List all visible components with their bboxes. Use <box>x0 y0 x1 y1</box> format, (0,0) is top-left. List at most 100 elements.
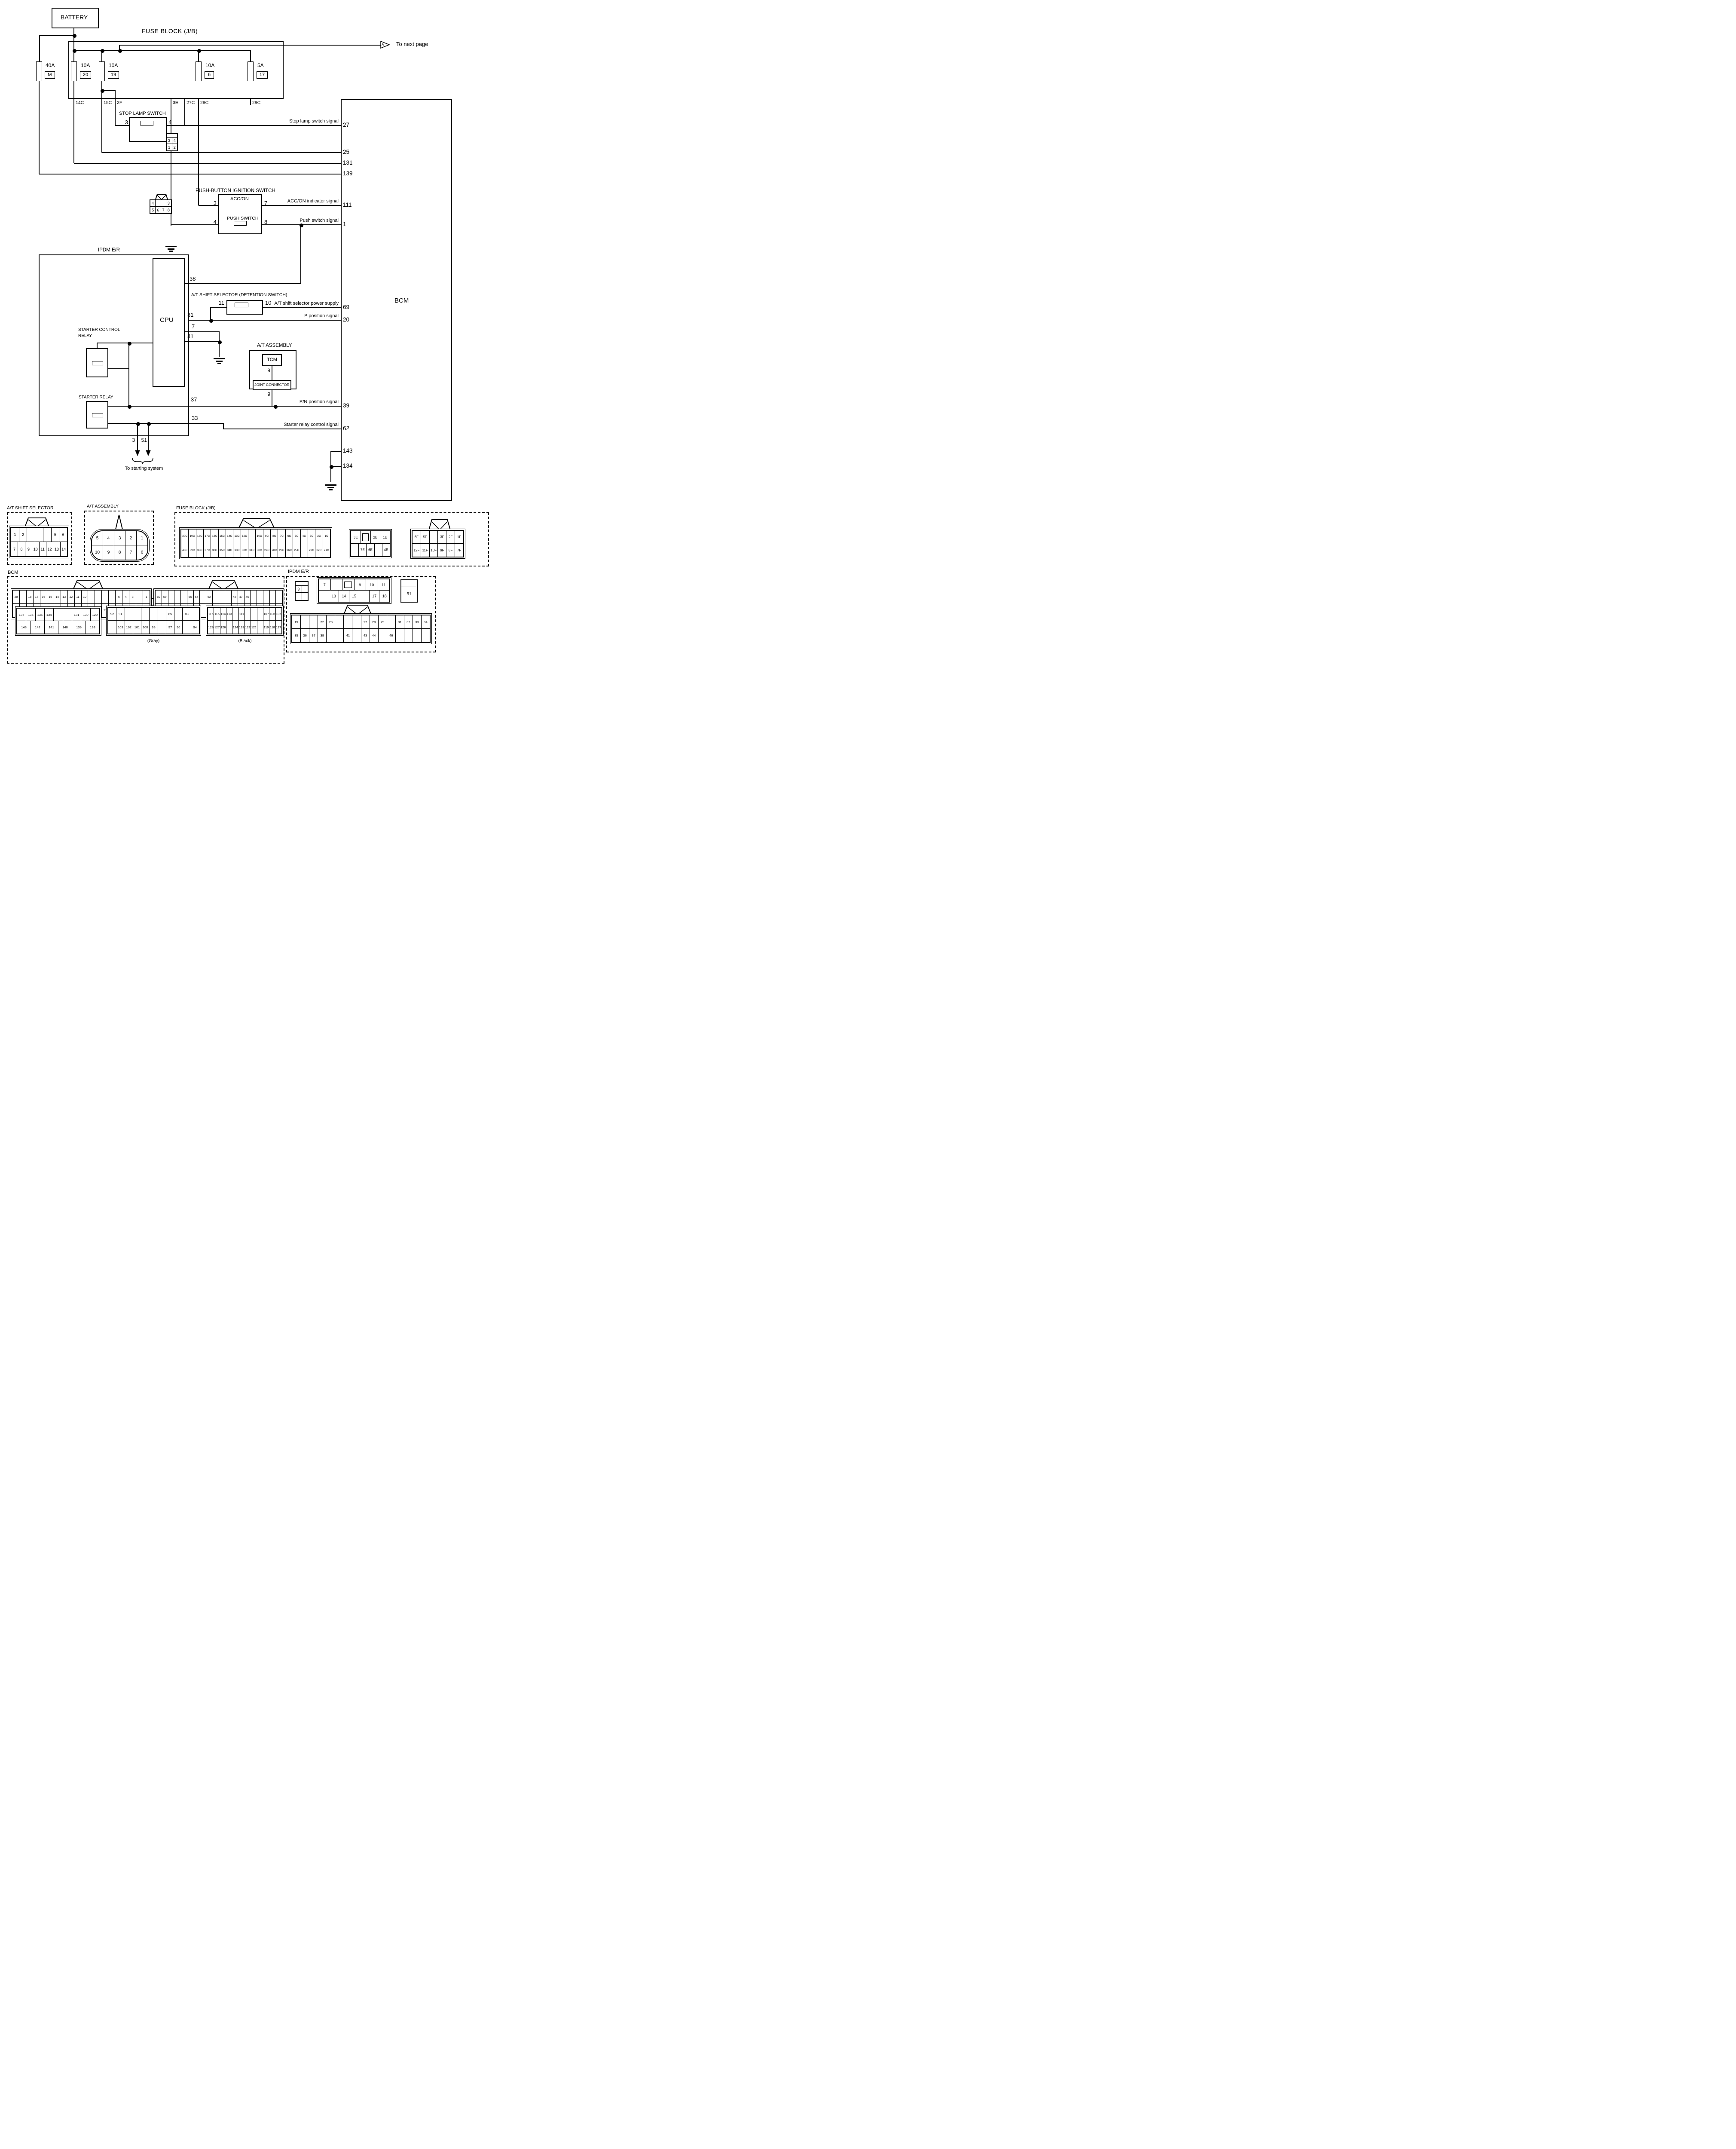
bcm-gray-caption: (Gray) <box>147 639 160 643</box>
pin-cell: 44 <box>370 629 379 642</box>
junction-dot <box>273 404 278 409</box>
battery-feed <box>40 35 74 36</box>
pin-cell <box>263 591 270 604</box>
pin-cell: 52 <box>206 591 213 604</box>
pin-cell: 5 <box>116 591 123 604</box>
pin-cell: 19C <box>189 530 196 543</box>
bcm-pin-number: 39 <box>343 402 350 409</box>
ground-icon <box>327 487 334 488</box>
pin-cell: 29 <box>378 615 387 629</box>
pin-cell <box>248 530 256 543</box>
pin-cell <box>429 531 438 544</box>
detention-title: A/T SHIFT SELECTOR (DETENTION SWITCH) <box>191 292 287 297</box>
fuse-rating: 10A <box>205 62 215 68</box>
pin-cell: 7F <box>457 548 462 552</box>
pin-cell: 3 <box>129 591 137 604</box>
pin-cell <box>301 543 308 557</box>
to-next-page-label: To next page <box>396 41 428 47</box>
pin-cell <box>251 591 257 604</box>
relay-bar-icon <box>92 361 103 365</box>
pin-cell: 8 <box>18 542 25 556</box>
pin-cell: 2E <box>370 531 381 544</box>
pn-position-wire <box>108 406 341 407</box>
pin-cell <box>257 621 263 634</box>
cavity-label: 15C <box>104 100 112 105</box>
pin-cell <box>309 615 318 629</box>
signal-wire <box>74 163 341 164</box>
fuse-dashed-box <box>174 512 489 566</box>
stop-lamp-pin-4: 4 <box>168 119 172 126</box>
pin-cell: 9C <box>263 530 271 543</box>
fusible-link-feed <box>39 35 40 62</box>
bcm-pin-number: 69 <box>343 304 350 310</box>
pin-cell <box>174 591 181 604</box>
pin-cell: 4 <box>150 200 156 207</box>
pin-cell: 23 <box>327 615 336 629</box>
pin-cell: 127 <box>214 621 220 634</box>
pbis-title: PUSH-BUTTON IGNITION SWITCH <box>196 188 275 193</box>
pin-cell: 33C <box>233 543 241 557</box>
pin-cell: 4 <box>122 591 130 604</box>
pin-cell: 118 <box>269 621 276 634</box>
starter-control-relay-label: STARTER CONTROL <box>78 328 120 332</box>
pin-cell: 11 <box>74 591 82 604</box>
ground-icon <box>217 363 221 364</box>
pin-cell: 14 <box>54 591 61 604</box>
ground-icon <box>165 246 177 247</box>
pin-cell: 12F <box>413 544 421 557</box>
junction-dot <box>136 422 140 426</box>
signal-wire <box>263 307 341 308</box>
brace-icon <box>132 458 153 465</box>
bcm-pin-number: 131 <box>343 159 353 166</box>
pin-cell <box>352 629 361 642</box>
junction-dot <box>147 422 151 426</box>
pin-cell <box>302 593 308 600</box>
pin-cell <box>212 591 219 604</box>
pin-cell: 4 <box>172 138 177 144</box>
fuse-slot-box <box>80 71 91 79</box>
pin-cell: 5 <box>150 207 156 213</box>
wire <box>184 99 185 126</box>
pin-cell <box>296 593 302 600</box>
pin-cell: 14 <box>61 547 66 551</box>
battery-box <box>52 8 99 28</box>
pin-cell: 101 <box>133 621 142 634</box>
wire <box>250 50 251 62</box>
pin-cell: 1 <box>143 591 150 604</box>
fuse-slot-box <box>257 71 268 79</box>
pin-cell: 4E <box>384 548 388 552</box>
pin-cell: 126 <box>220 621 226 634</box>
pin-cell: 47 <box>238 591 245 604</box>
pin-cell <box>327 629 336 642</box>
pin-cell <box>161 200 166 207</box>
pin-cell: 15 <box>47 591 54 604</box>
pin-cell <box>200 604 206 617</box>
pin-cell: 27C <box>278 543 286 557</box>
pin-cell: 16C <box>211 530 219 543</box>
detention-switch-box <box>226 300 263 315</box>
pin-cell <box>387 615 396 629</box>
page-marker-letter: A <box>382 43 384 46</box>
pin-cell: 35 <box>292 629 301 642</box>
pin-cell: 85 <box>166 608 175 621</box>
pin-cell: 1C <box>323 530 330 543</box>
pin-cell: 8 <box>167 208 170 212</box>
acc-on-label: ACC/ON <box>230 196 249 202</box>
pin-cell: 143 <box>17 621 31 634</box>
wire <box>97 343 98 348</box>
cavity-rect-icon <box>344 581 352 588</box>
pin-cell <box>226 621 233 634</box>
pin-cell <box>219 591 226 604</box>
cavity-label: 14C <box>76 100 84 105</box>
